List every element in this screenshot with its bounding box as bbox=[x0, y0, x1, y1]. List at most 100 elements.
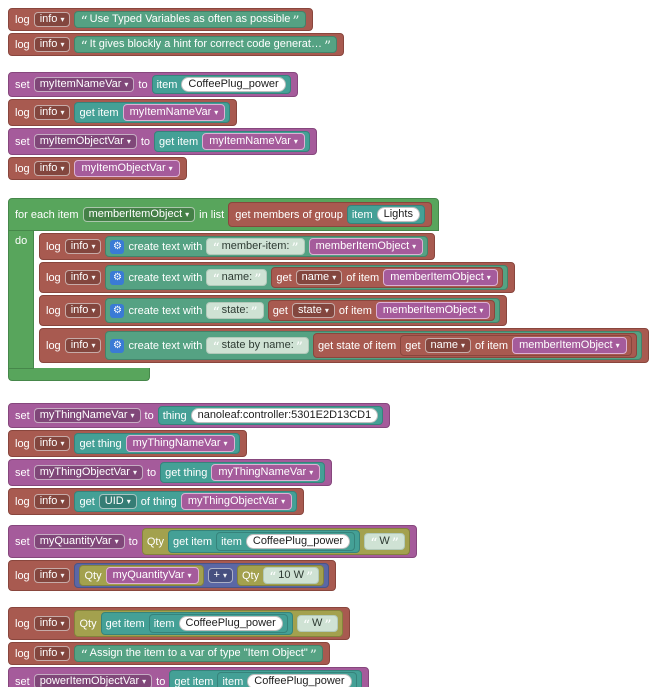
variable-block[interactable]: myItemNameVar▾ bbox=[122, 104, 226, 121]
text-input-field[interactable]: Lights bbox=[376, 207, 420, 222]
text-input-field[interactable]: CoffeePlug_power bbox=[178, 616, 283, 631]
dropdown-field[interactable]: info▾ bbox=[33, 37, 71, 52]
variable-block[interactable]: myThingNameVar▾ bbox=[211, 464, 321, 481]
dropdown-field[interactable]: info▾ bbox=[33, 616, 71, 631]
variable-block[interactable]: myQuantityVar▾ bbox=[105, 567, 199, 584]
mutator-gear-icon[interactable]: ⚙ bbox=[110, 303, 125, 318]
string-block[interactable]: “name: ” bbox=[206, 269, 268, 287]
dropdown-field[interactable]: UID▾ bbox=[98, 494, 137, 509]
block-text[interactable]: ⚙create text with“state by name: ”get st… bbox=[105, 331, 642, 360]
dropdown-field[interactable]: myThingNameVar▾ bbox=[33, 408, 141, 423]
variable-block[interactable]: memberItemObject▾ bbox=[375, 302, 491, 319]
block-qty[interactable]: Qty“10 W” bbox=[236, 565, 325, 586]
mutator-gear-icon[interactable]: ⚙ bbox=[110, 270, 125, 285]
block-text[interactable]: ⚙create text with“member-item: ”memberIt… bbox=[105, 236, 429, 257]
string-block[interactable]: “10 W” bbox=[263, 567, 320, 585]
string-block[interactable]: “W” bbox=[296, 615, 338, 633]
dropdown-field[interactable]: info▾ bbox=[64, 303, 102, 318]
dropdown-field[interactable]: state▾ bbox=[291, 303, 335, 318]
dropdown-field[interactable]: powerItemObjectVar▾ bbox=[33, 674, 153, 687]
text-input-field[interactable]: CoffeePlug_power bbox=[181, 77, 286, 92]
string-block[interactable]: “Use Typed Variables as often as possibl… bbox=[74, 11, 306, 29]
mutator-gear-icon[interactable]: ⚙ bbox=[110, 239, 125, 254]
dropdown-field[interactable]: name▾ bbox=[295, 270, 343, 285]
string-block[interactable]: “state by name: ” bbox=[206, 337, 309, 355]
dropdown-field[interactable]: myQuantityVar▾ bbox=[33, 534, 125, 549]
dropdown-field[interactable]: info▾ bbox=[33, 494, 71, 509]
dropdown-field[interactable]: info▾ bbox=[33, 568, 71, 583]
dropdown-field[interactable]: info▾ bbox=[33, 12, 71, 27]
dropdown-field[interactable]: info▾ bbox=[64, 338, 102, 353]
dropdown-field[interactable]: info▾ bbox=[64, 270, 102, 285]
string-block[interactable]: “state: ” bbox=[206, 302, 264, 320]
dropdown-field[interactable]: myThingObjectVar▾ bbox=[33, 465, 143, 480]
dropdown-field[interactable]: +▾ bbox=[207, 568, 233, 583]
variable-block[interactable]: memberItemObject▾ bbox=[383, 269, 498, 286]
dropdown-field[interactable]: info▾ bbox=[33, 161, 71, 176]
dropdown-field[interactable]: memberItemObject▾ bbox=[82, 207, 196, 222]
text-input-field[interactable]: CoffeePlug_power bbox=[245, 534, 351, 549]
dropdown-field[interactable]: info▾ bbox=[33, 436, 71, 451]
text-input-field[interactable]: CoffeePlug_power bbox=[247, 674, 352, 687]
text-input-field[interactable]: nanoleaf:controller:5301E2D13CD1 bbox=[190, 408, 379, 423]
variable-block[interactable]: myThingNameVar▾ bbox=[125, 435, 235, 452]
dropdown-field[interactable]: info▾ bbox=[64, 239, 102, 254]
mutator-gear-icon[interactable]: ⚙ bbox=[110, 338, 125, 353]
dropdown-field[interactable]: myItemNameVar▾ bbox=[33, 77, 135, 92]
variable-block[interactable]: myItemObjectVar▾ bbox=[74, 160, 180, 177]
dropdown-field[interactable]: name▾ bbox=[424, 338, 472, 353]
variable-block[interactable]: myThingObjectVar▾ bbox=[180, 493, 293, 510]
string-block[interactable]: “Assign the item to a var of type "Item … bbox=[74, 645, 323, 663]
dropdown-field[interactable]: myItemObjectVar▾ bbox=[33, 134, 137, 149]
dropdown-field[interactable]: info▾ bbox=[33, 646, 71, 661]
string-block[interactable]: “W” bbox=[364, 533, 405, 551]
string-block[interactable]: “It gives blockly a hint for correct cod… bbox=[74, 36, 338, 54]
dropdown-field[interactable]: info▾ bbox=[33, 105, 71, 120]
variable-block[interactable]: memberItemObject▾ bbox=[308, 238, 424, 255]
